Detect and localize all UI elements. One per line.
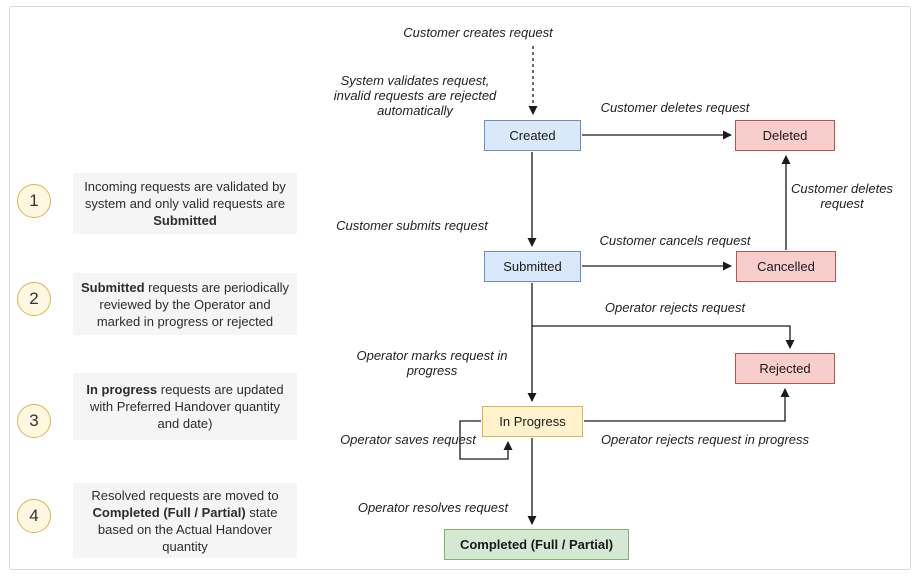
node-completed: Completed (Full / Partial)	[444, 529, 629, 560]
annotation-number-3: 3	[17, 404, 51, 438]
node-submitted: Submitted	[484, 251, 581, 282]
annotation-text-1: Incoming requests are validated by syste…	[84, 179, 286, 228]
annotation-text-3: In progress requests are updated with Pr…	[86, 382, 284, 431]
node-rejected: Rejected	[735, 353, 835, 384]
annotation-text-2: Submitted requests are periodically revi…	[80, 279, 290, 329]
edge-label-creates: Customer creates request	[403, 25, 553, 40]
annotation-text-4: Resolved requests are moved to Completed…	[91, 487, 279, 554]
edge-label-deletes-top: Customer deletes request	[600, 100, 750, 115]
edge-label-rejects: Operator rejects request	[604, 300, 746, 315]
annotation-note-4: Resolved requests are moved to Completed…	[73, 483, 297, 558]
annotation-note-3: In progress requests are updated with Pr…	[73, 373, 297, 440]
edge-label-validates: System validates request, invalid reques…	[333, 73, 497, 118]
edge-label-deletes-side: Customer deletes request	[791, 181, 893, 211]
node-created: Created	[484, 120, 581, 151]
annotation-number-1: 1	[17, 184, 51, 218]
edge-label-rejects-in-progress: Operator rejects request in progress	[600, 432, 810, 447]
annotation-number-4: 4	[17, 499, 51, 533]
annotation-note-1: Incoming requests are validated by syste…	[73, 173, 297, 234]
edge-label-saves: Operator saves request	[340, 432, 476, 447]
node-in-progress: In Progress	[482, 406, 583, 437]
edge-label-marks-in-progress: Operator marks request in progress	[356, 348, 508, 378]
annotation-number-2: 2	[17, 282, 51, 316]
annotation-note-2: Submitted requests are periodically revi…	[73, 273, 297, 335]
edge-label-submits: Customer submits request	[336, 218, 488, 233]
edge-label-cancels: Customer cancels request	[599, 233, 751, 248]
edge-label-resolves: Operator resolves request	[357, 500, 509, 515]
node-deleted: Deleted	[735, 120, 835, 151]
node-cancelled: Cancelled	[736, 251, 836, 282]
